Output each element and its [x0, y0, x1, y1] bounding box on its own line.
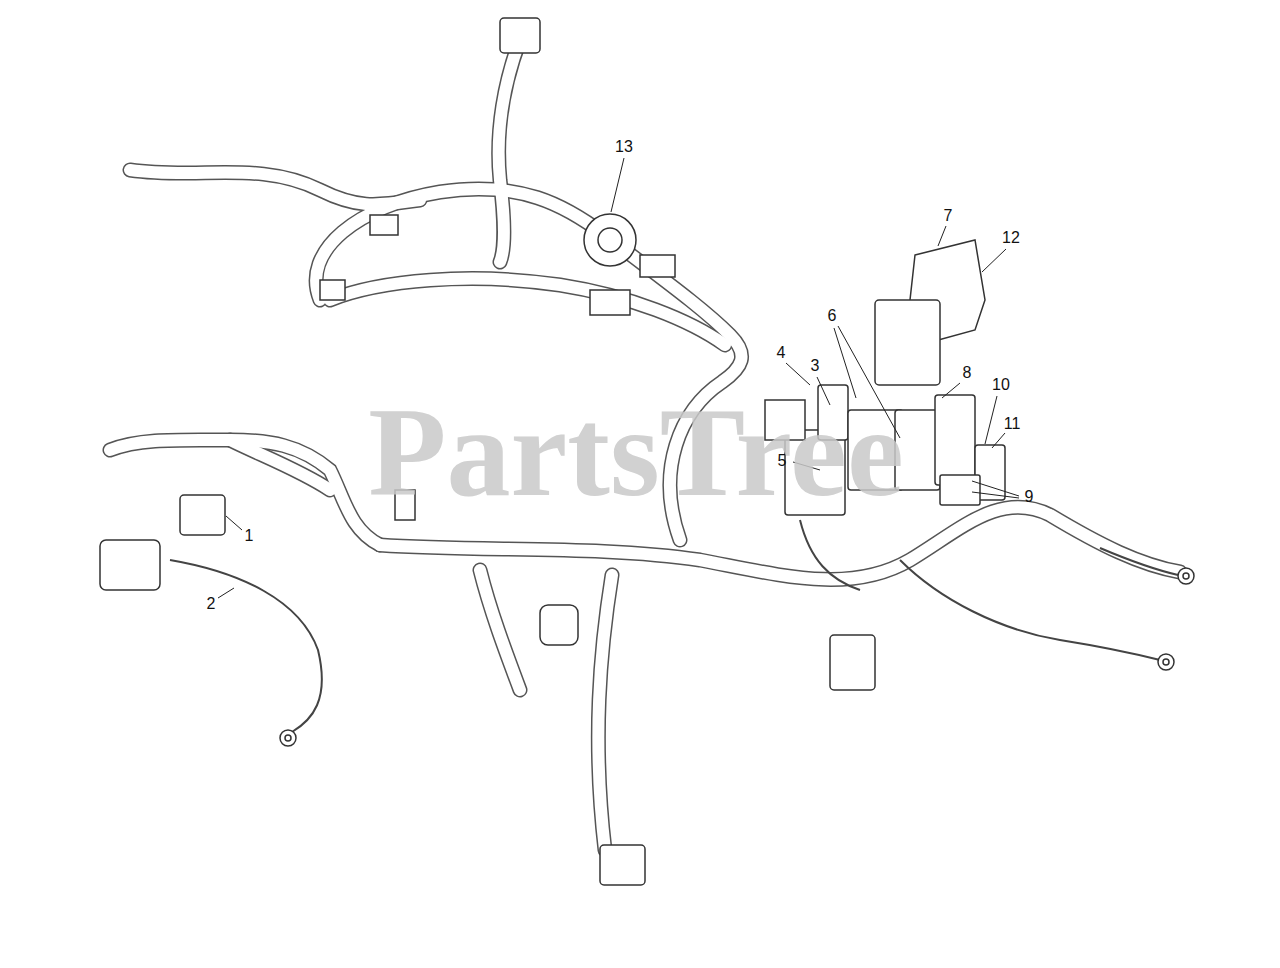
callout-number: 13 [615, 139, 633, 155]
watermark: PartsTree [368, 388, 903, 516]
callout-number: 7 [944, 208, 953, 224]
callout-number: 10 [992, 377, 1010, 393]
callout-number: 3 [811, 358, 820, 374]
callout-number: 11 [1004, 416, 1021, 432]
callout-number: 12 [1002, 230, 1020, 246]
callout-number: 2 [207, 596, 216, 612]
callout-number: 6 [828, 308, 837, 324]
callout-number: 1 [245, 528, 254, 544]
callout-number: 4 [777, 345, 786, 361]
callout-number: 9 [1025, 489, 1034, 505]
callout-number: 8 [963, 365, 972, 381]
